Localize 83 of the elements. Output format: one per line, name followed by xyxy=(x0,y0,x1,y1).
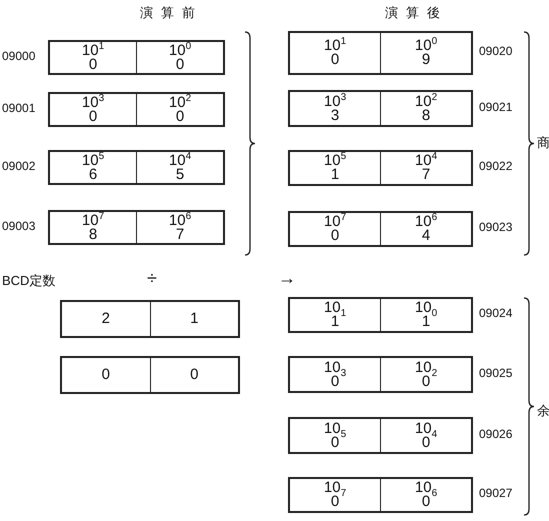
digit-value: 1 xyxy=(190,312,198,326)
digit-value: 0 xyxy=(330,495,340,509)
digit-value: 5 xyxy=(176,168,184,182)
digit-value: 0 xyxy=(330,229,340,243)
digit-value: 2 xyxy=(102,312,110,326)
digit-place: 10$^{6}$ xyxy=(168,214,192,228)
register-address: 09027 xyxy=(479,486,512,500)
digit-value: 6 xyxy=(88,168,98,182)
operation-heading: 演算後 xyxy=(385,4,448,22)
register-box xyxy=(48,92,225,127)
register-box xyxy=(288,477,473,513)
digit-place: 10$^{7}$ xyxy=(324,215,346,229)
digit-place: 10$_{2}$ xyxy=(414,360,438,374)
register-address: 09026 xyxy=(479,426,512,440)
digit-place: 10$^{1}$ xyxy=(324,39,346,53)
digit-value: 8 xyxy=(88,228,98,242)
register-address: 09002 xyxy=(2,158,36,172)
register-address: 09025 xyxy=(479,366,512,380)
digit-value: 0 xyxy=(330,436,340,450)
digit-place: 10$^{4}$ xyxy=(414,154,438,168)
digit-place: 10$^{6}$ xyxy=(414,215,438,229)
digit-value: 0 xyxy=(330,53,340,67)
digit-place: 10$^{2}$ xyxy=(414,94,438,108)
register-address: 09021 xyxy=(479,100,512,114)
register-box xyxy=(288,417,473,454)
register-address: 09000 xyxy=(2,48,36,62)
digit-place: 10$^{7}$ xyxy=(82,214,104,228)
digit-place: 10$^{2}$ xyxy=(168,96,192,110)
digit-value: 0 xyxy=(422,495,430,509)
register-box xyxy=(48,210,225,245)
digit-place: 10$_{6}$ xyxy=(414,481,438,495)
operation-heading: 演算前 xyxy=(140,4,203,22)
digit-place: 10$^{1}$ xyxy=(82,44,104,58)
digit-place: 10$^{3}$ xyxy=(324,94,346,108)
digit-value: 0 xyxy=(176,58,184,72)
digit-value: 7 xyxy=(176,228,184,242)
digit-value: 0 xyxy=(102,368,110,382)
register-address: 09003 xyxy=(2,218,36,232)
digit-place: 10$_{4}$ xyxy=(414,422,438,436)
register-box xyxy=(60,356,240,394)
digit-value: 0 xyxy=(88,110,98,124)
digit-place: 10$^{5}$ xyxy=(324,154,346,168)
digit-place: 10$^{4}$ xyxy=(168,154,192,168)
digit-value: 1 xyxy=(330,315,340,329)
digit-place: 10$_{5}$ xyxy=(324,422,346,436)
digit-place: 10$_{7}$ xyxy=(324,481,346,495)
register-box xyxy=(288,31,473,75)
register-box xyxy=(48,40,225,75)
register-address: 09001 xyxy=(2,100,36,114)
digit-value: 7 xyxy=(422,168,430,182)
digit-place: 10$^{5}$ xyxy=(82,154,104,168)
digit-value: 0 xyxy=(422,436,430,450)
register-box xyxy=(288,356,473,393)
register-box xyxy=(48,150,225,185)
digit-place: 10$_{3}$ xyxy=(324,360,346,374)
digit-place: 10$_{0}$ xyxy=(414,301,438,315)
digit-value: 0 xyxy=(176,110,184,124)
digit-value: 1 xyxy=(422,315,430,329)
digit-place: 10$_{1}$ xyxy=(324,301,346,315)
digit-value: 3 xyxy=(330,108,340,122)
register-address: 09020 xyxy=(479,44,512,58)
digit-value: 0 xyxy=(330,374,340,388)
register-address: 09024 xyxy=(479,306,512,320)
digit-place: 10$^{0}$ xyxy=(414,39,438,53)
register-address: 09023 xyxy=(479,220,512,234)
digit-value: 1 xyxy=(330,168,340,182)
digit-value: 0 xyxy=(422,374,430,388)
digit-place: 10$^{3}$ xyxy=(82,96,104,110)
register-box xyxy=(288,90,473,127)
digit-value: 4 xyxy=(422,229,430,243)
digit-value: 8 xyxy=(422,108,430,122)
operand-label: BCD定数 xyxy=(2,272,56,290)
division-sign: ÷ xyxy=(147,268,157,289)
digit-value: 9 xyxy=(422,53,430,67)
arrow-sign: → xyxy=(278,268,296,289)
digit-place: 10$^{0}$ xyxy=(168,44,192,58)
register-address: 09022 xyxy=(479,159,512,173)
digit-value: 0 xyxy=(190,368,198,382)
register-box xyxy=(288,297,473,333)
register-box xyxy=(60,300,240,338)
digit-value: 0 xyxy=(88,58,98,72)
register-box xyxy=(288,150,473,186)
register-box xyxy=(288,211,473,247)
